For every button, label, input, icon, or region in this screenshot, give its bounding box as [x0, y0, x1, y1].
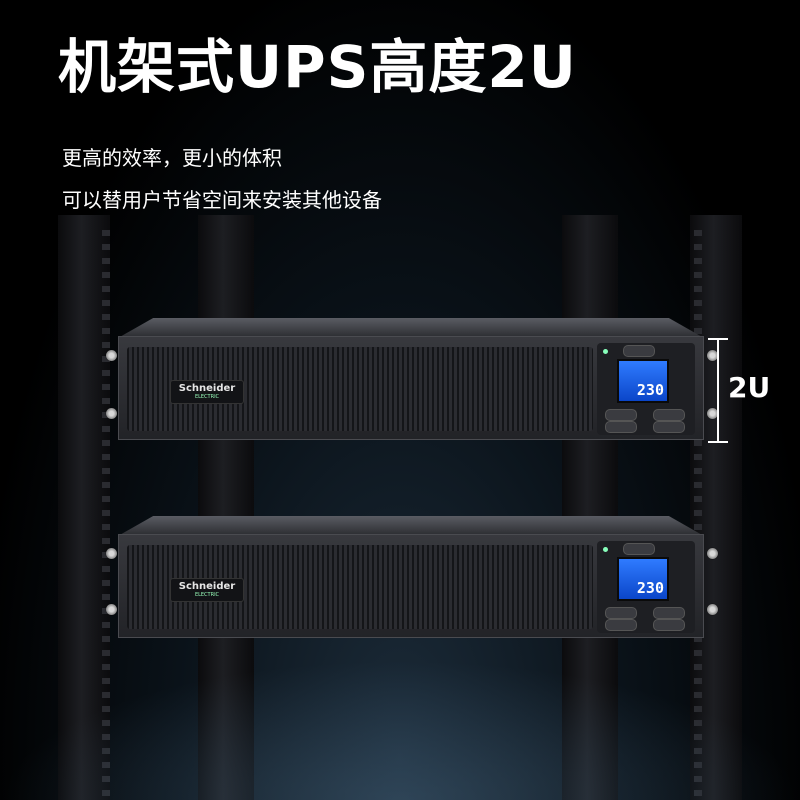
rack-screw [106, 548, 117, 559]
rack-screw [106, 604, 117, 615]
brand-name: Schneider [178, 383, 236, 394]
power-button [623, 543, 655, 555]
ups-chassis-top [118, 516, 704, 536]
dimension-cap-bottom [708, 441, 728, 443]
floor-glow [0, 660, 800, 800]
ups-unit-top: Schneider ELECTRIC 230 [118, 318, 704, 442]
rack-holes-right [694, 230, 702, 800]
ups-unit-bottom: Schneider ELECTRIC 230 [118, 516, 704, 640]
rack-post-left-inner [198, 215, 254, 800]
ups-chassis-top [118, 318, 704, 338]
nav-button-down [653, 421, 685, 433]
status-led [603, 547, 608, 552]
nav-button-left [605, 619, 637, 631]
rack-screw [707, 604, 718, 615]
rack-screw [707, 350, 718, 361]
power-button [623, 345, 655, 357]
dimension-line [717, 339, 719, 442]
control-panel: 230 [597, 541, 695, 633]
rack-screw [106, 350, 117, 361]
rack-screw [707, 548, 718, 559]
lcd-display: 230 [617, 359, 669, 403]
subtitle-space-saving: 可以替用户节省空间来安装其他设备 [62, 188, 382, 212]
menu-button [605, 409, 637, 421]
nav-button-up [653, 409, 685, 421]
control-panel: 230 [597, 343, 695, 435]
rack-post-left-outer [58, 215, 110, 800]
headline: 机架式UPS高度2U [58, 33, 577, 101]
rack-screw [106, 408, 117, 419]
lcd-display: 230 [617, 557, 669, 601]
lcd-value: 230 [636, 579, 664, 597]
rack-post-right-inner [562, 215, 618, 800]
menu-button [605, 607, 637, 619]
rack-holes-left [102, 230, 110, 800]
nav-button-left [605, 421, 637, 433]
brand-logo: Schneider ELECTRIC [171, 579, 243, 601]
rack-screw [707, 408, 718, 419]
ups-front-panel: Schneider ELECTRIC 230 [118, 336, 704, 440]
status-led [603, 349, 608, 354]
brand-name: Schneider [178, 581, 236, 592]
dimension-label: 2U [728, 371, 771, 404]
lcd-value: 230 [636, 381, 664, 399]
subtitle-efficiency: 更高的效率，更小的体积 [62, 146, 282, 170]
ups-front-panel: Schneider ELECTRIC 230 [118, 534, 704, 638]
brand-sub: ELECTRIC [194, 394, 220, 400]
nav-button-up [653, 607, 685, 619]
brand-sub: ELECTRIC [194, 592, 220, 598]
brand-logo: Schneider ELECTRIC [171, 381, 243, 403]
nav-button-down [653, 619, 685, 631]
